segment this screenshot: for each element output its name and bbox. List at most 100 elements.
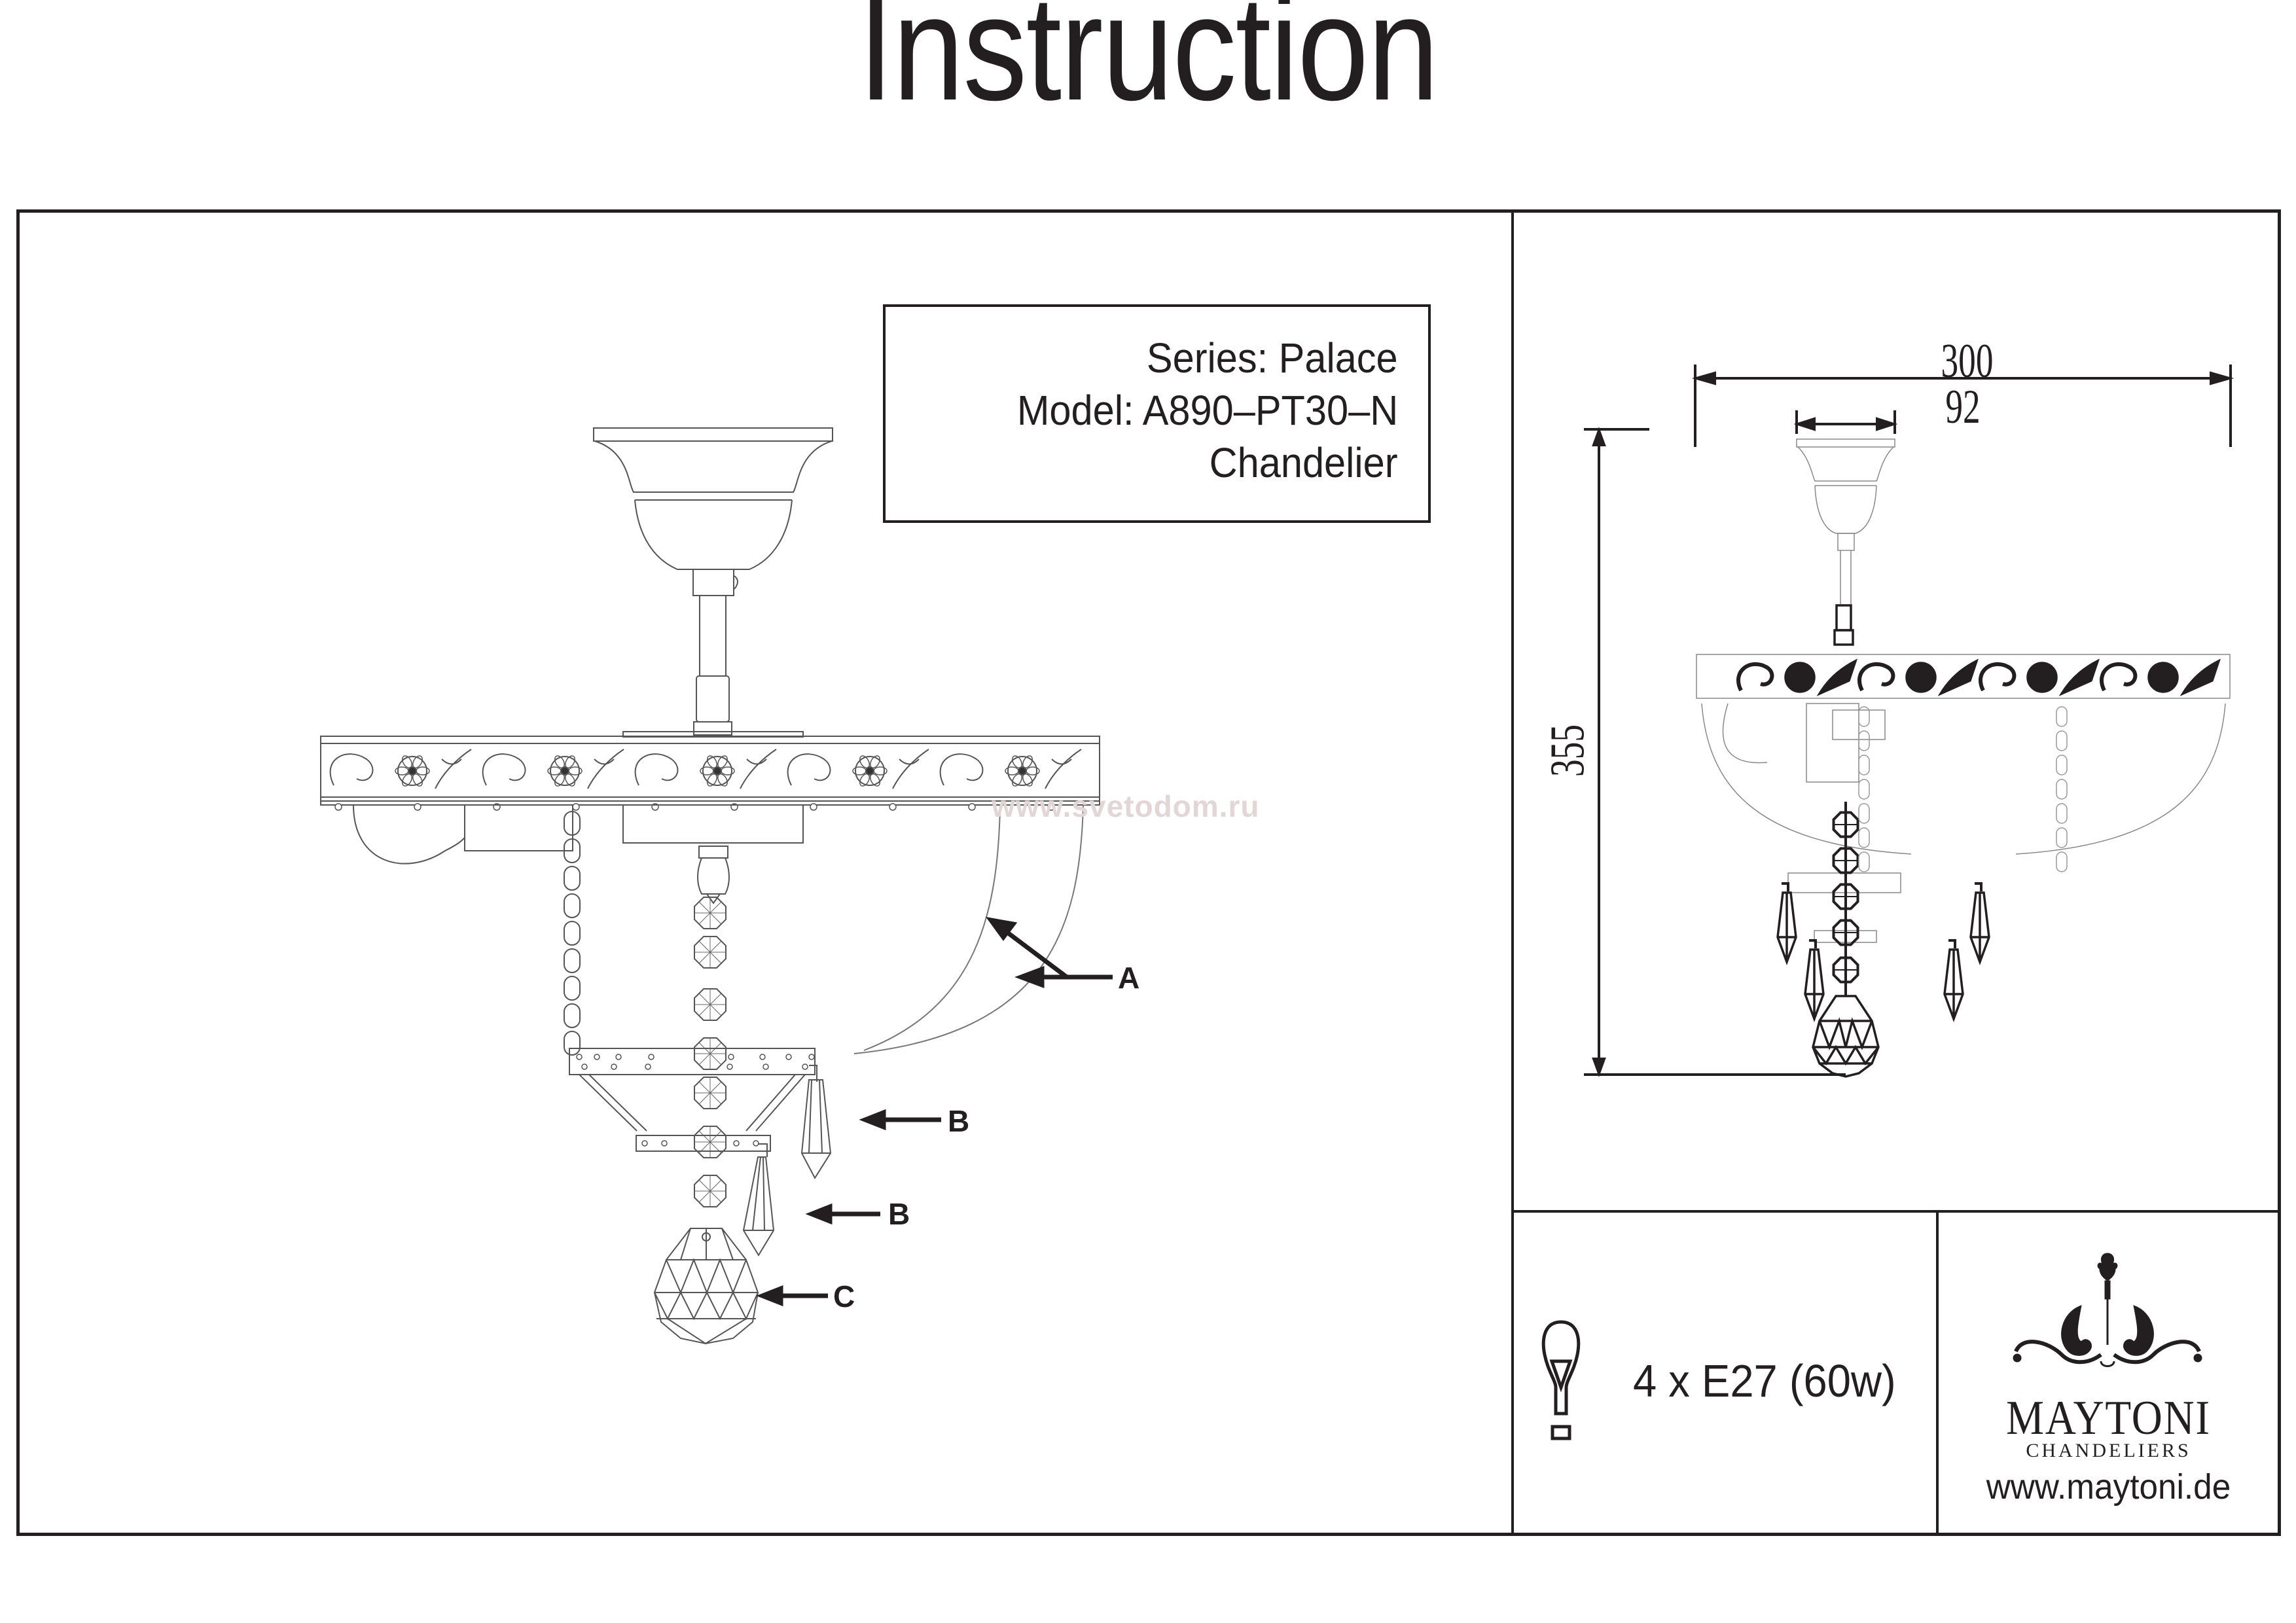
dimension-line-width <box>1691 365 2234 447</box>
ornament-petal <box>859 755 870 769</box>
dimension-line-canopy <box>1793 410 1898 434</box>
octagon-bead <box>694 897 726 929</box>
ornament-petal <box>412 755 423 769</box>
ornament-petal <box>547 766 562 776</box>
ornament-leaf <box>740 749 777 789</box>
ornament-flower-black <box>1905 662 1937 693</box>
ornament-petal <box>717 755 728 769</box>
page-title: Instruction <box>858 0 1439 132</box>
band-ornament-pattern <box>329 749 1082 789</box>
pendant-hook-small <box>1948 939 1956 948</box>
ornament-scroll <box>482 753 526 786</box>
ornament-flower <box>1007 756 1037 786</box>
bead-facets <box>694 1077 726 1109</box>
brand-name: MAYTONI <box>2006 1391 2211 1445</box>
chain <box>564 811 581 1056</box>
part-label-b-upper: B <box>948 1104 970 1138</box>
ornament-flower <box>397 756 427 786</box>
dimension-height-value: 355 <box>1541 724 1595 777</box>
crystal-ball-small <box>1812 995 1880 1078</box>
ring-hole <box>641 1140 648 1147</box>
bead-facets <box>694 989 726 1020</box>
ornament-leaf-black <box>1816 658 1857 696</box>
chandelier-drawing-main <box>320 427 1113 1345</box>
dimension-width-value: 300 <box>1941 334 1994 388</box>
chain-link <box>564 893 581 918</box>
ornament-petal <box>554 773 565 787</box>
brand-subtitle: CHANDELIERS <box>2026 1440 2191 1461</box>
product-info-box: Series: Palace Model: A890–PT30–N Chande… <box>883 304 1431 523</box>
shade-outline-left <box>1701 703 1912 855</box>
ornament-scroll <box>939 753 984 786</box>
chain-link <box>564 866 581 891</box>
octagon-bead-small <box>1832 811 1859 838</box>
series-label: Series: Palace <box>1147 334 1398 382</box>
panel-divider-horizontal <box>1511 1210 2280 1213</box>
ornament-petal <box>870 773 880 787</box>
coupler-small <box>1835 604 1852 632</box>
ornament-petal <box>1022 773 1033 787</box>
chain-link-small <box>1858 851 1870 872</box>
canopy-outline-small <box>1796 438 1895 604</box>
bead-facets <box>694 1038 726 1069</box>
rivet <box>889 803 897 811</box>
ring-hole <box>726 1063 733 1070</box>
chain-link-small <box>1858 779 1870 800</box>
ornament-petal <box>402 773 412 787</box>
junction-box <box>622 804 804 844</box>
chain-link-small <box>1858 730 1870 751</box>
chain-link-small <box>2056 755 2068 776</box>
ornament-flower <box>550 756 580 786</box>
octagon-bead-small <box>1832 847 1859 874</box>
ring-hole <box>594 1054 600 1060</box>
maytoni-logo-icon <box>2013 1253 2202 1367</box>
chain-link-small <box>2056 779 2068 800</box>
rivet <box>414 803 422 811</box>
ornament-petal <box>852 766 867 776</box>
part-label-c: C <box>833 1279 855 1313</box>
ornament-scroll <box>634 753 679 786</box>
crystal-pendant-small <box>1943 948 1964 1023</box>
ornament-flower-black <box>1784 662 1816 693</box>
ornament-leaf-black <box>2058 658 2100 696</box>
brand-website-link[interactable]: www.maytoni.de <box>1986 1467 2231 1507</box>
ring-hole <box>759 1054 766 1060</box>
ring-hole <box>648 1054 655 1060</box>
ornament-petal <box>395 766 409 776</box>
ring-hole <box>615 1054 622 1060</box>
bead-facets <box>694 1126 726 1158</box>
pendant-hook-small <box>1809 939 1817 948</box>
ring-hole <box>611 1063 617 1070</box>
label-arrow-a <box>986 917 1113 989</box>
ornament-scroll-black <box>1979 662 2017 692</box>
chain-link <box>564 1031 581 1056</box>
ring-hole <box>645 1063 651 1070</box>
nut-small <box>1833 629 1854 646</box>
ring-hole <box>808 1054 815 1060</box>
chain-link-small <box>2056 803 2068 824</box>
panel-divider-vertical <box>1511 209 1514 1535</box>
band-ornament-black <box>1736 658 2221 696</box>
bead-facets <box>694 1175 726 1207</box>
octagon-bead <box>694 936 726 969</box>
ornament-leaf <box>892 749 929 789</box>
ornament-leaf <box>1045 749 1082 789</box>
ring-hole <box>661 1140 668 1147</box>
ornament-petal <box>707 773 717 787</box>
crystal-pendant-small <box>1776 891 1797 966</box>
ornament-petal <box>416 766 430 776</box>
rivet <box>968 803 976 811</box>
dimension-canopy-value: 92 <box>1945 380 1981 434</box>
label-arrow-b-upper <box>859 1109 941 1131</box>
ring-holes <box>576 1054 815 1147</box>
chain-link <box>564 921 581 946</box>
drawing-frame <box>16 209 2281 1536</box>
ornament-petal <box>412 773 423 787</box>
ornament-scroll-black <box>2100 662 2138 692</box>
ornament-petal <box>707 755 717 769</box>
ornament-scroll <box>329 753 374 786</box>
bead-facets <box>694 936 726 968</box>
ornament-petal <box>402 755 412 769</box>
octagon-bead-string-small <box>1832 802 1859 996</box>
crystal-pendant-upper <box>800 1065 832 1179</box>
